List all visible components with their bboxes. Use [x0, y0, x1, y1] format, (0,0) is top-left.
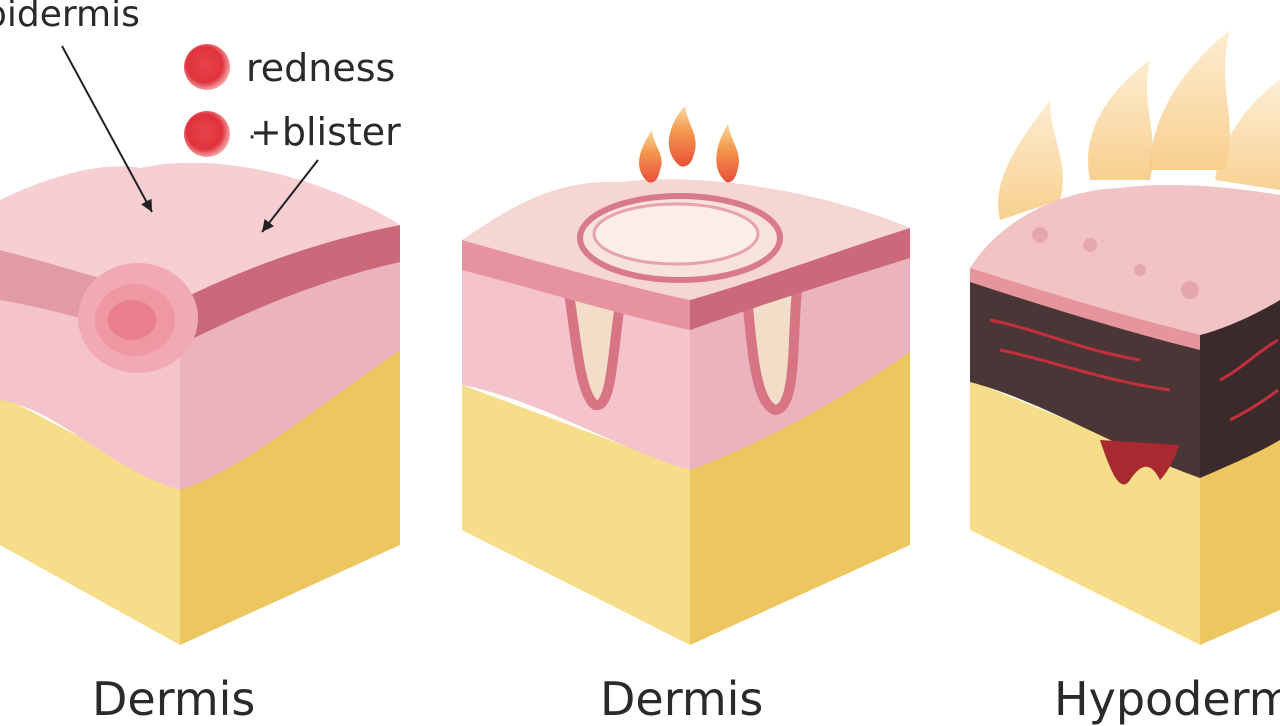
- skin-block-1: [0, 162, 400, 645]
- caption-block-3: Hypodermis: [1054, 672, 1280, 726]
- flame-icon: [1150, 30, 1230, 170]
- dermis-side-1: [180, 240, 400, 490]
- blister-prefix-glyph: ·: [248, 123, 256, 153]
- dermis-band-side-1: [180, 225, 400, 345]
- label-epidermis: pidermis: [0, 0, 140, 35]
- surface-pit: [1083, 238, 1097, 252]
- surface-pit: [1032, 227, 1048, 243]
- flame-icon: [639, 130, 662, 183]
- lesion-ring-inner: [108, 300, 156, 340]
- flame-icon: [716, 124, 739, 183]
- char-vein: [989, 318, 1279, 422]
- fat-layer-side-2: [690, 350, 910, 645]
- blister-dome-inner: [592, 202, 760, 266]
- fat-layer-front-3: [970, 380, 1200, 645]
- fat-layer-side-1: [180, 348, 400, 645]
- char-layer-side: [1200, 300, 1280, 478]
- skin-block-3: [970, 30, 1280, 645]
- caption-block-1: Dermis: [92, 672, 256, 726]
- flame-icon: [668, 106, 696, 167]
- blister-dot-icon: [184, 111, 230, 157]
- fat-layer-side-3: [1200, 440, 1280, 645]
- blister-arrow: [261, 159, 319, 233]
- epidermis-arrow: [61, 45, 153, 213]
- epidermis-band-side-2: [690, 228, 910, 330]
- flame-icon: [998, 100, 1063, 220]
- caption-block-2: Dermis: [600, 672, 764, 726]
- flame-icon: [1215, 80, 1280, 190]
- surface-pit: [1134, 264, 1146, 276]
- skin-block-2: [462, 106, 910, 645]
- epidermis-band-2: [462, 240, 690, 330]
- redness-dot-icon: [184, 44, 230, 90]
- label-blister: +blister: [250, 110, 401, 154]
- epidermis-top-3: [970, 185, 1280, 335]
- label-redness: redness: [246, 46, 396, 90]
- surface-pit: [1181, 281, 1199, 299]
- char-drip: [1100, 440, 1180, 485]
- flame-icon: [1088, 60, 1153, 180]
- fat-layer-front-1: [0, 395, 180, 645]
- fat-layer-front-2: [462, 385, 690, 645]
- epidermis-top-1: [0, 162, 400, 300]
- epidermis-edge-3: [970, 268, 1200, 350]
